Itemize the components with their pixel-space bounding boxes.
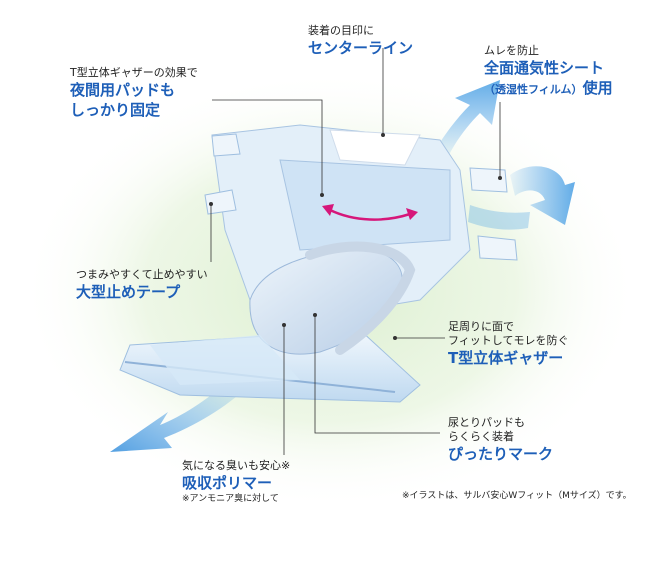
night-pad-main1: 夜間用パッドも [70,81,176,99]
airflow-arrow-down-left [110,370,250,452]
front-sheet [150,335,300,385]
center-line-sub: 装着の目印に [308,24,374,37]
callout-center-line: 装着の目印に センターライン [308,24,413,58]
polymer-sub: 気になる臭いも安心※ [182,459,291,472]
callout-night-pad: T型立体ギャザーの効果で 夜間用パッドも しっかり固定 [70,66,198,120]
leader-dot [393,336,397,340]
breathable-paren: （透湿性フィルム） [484,83,583,96]
leader-dot [282,323,286,327]
callout-gather: 足周りに面で フィットしてモレを防ぐ T型立体ギャザー [448,320,568,368]
polymer-main: 吸収ポリマー [182,474,273,492]
center-line-main: センターライン [308,39,414,57]
breathable-sub: ムレを防止 [484,44,539,57]
night-pad-main2: しっかり固定 [70,101,161,119]
polymer-tiny: ※アンモニア臭に対して [182,494,279,504]
breathable-main: 全面通気性シート [484,59,605,77]
gather-sub1: 足周りに面で [448,320,514,333]
leader-dot [498,176,502,180]
leader-mark [314,315,440,434]
mark-sub1: 尿とりパッドも [448,416,525,429]
mark-sub2: らくらく装着 [448,430,514,443]
mark-main: ぴったりマーク [448,445,554,463]
tape-sub: つまみやすくて止めやすい [76,268,208,281]
night-pad-sub: T型立体ギャザーの効果で [70,66,198,79]
airflow-arrow-right [468,166,575,230]
gather-sub2: フィットしてモレを防ぐ [448,334,569,347]
breathable-main2: 使用 [582,79,613,97]
callout-mark: 尿とりパッドも らくらく装着 ぴったりマーク [448,416,553,464]
left-tape [204,189,237,215]
diaper-body [119,124,518,403]
gather-main: T型立体ギャザー [448,349,564,367]
airflow-arrow-up [430,80,500,166]
callout-polymer: 気になる臭いも安心※ 吸収ポリマー ※アンモニア臭に対して [182,459,290,505]
callout-tape: つまみやすくて止めやすい 大型止めテープ [76,268,208,302]
right-tape [469,167,508,193]
leader-night-pad [212,99,323,195]
center-line-arrow [322,204,418,221]
t-gather [305,241,416,355]
leader-dot [313,313,317,317]
leader-dot [381,133,385,137]
callout-breathable: ムレを防止 全面通気性シート （透湿性フィルム）使用 [484,44,613,100]
leader-dot [209,202,213,206]
leader-dot [320,193,324,197]
breathable-line2: （透湿性フィルム）使用 [484,78,613,100]
footnote: ※イラストは、サルバ安心Wフィット（Mサイズ）です。 [402,491,632,501]
tape-main: 大型止めテープ [76,283,181,301]
